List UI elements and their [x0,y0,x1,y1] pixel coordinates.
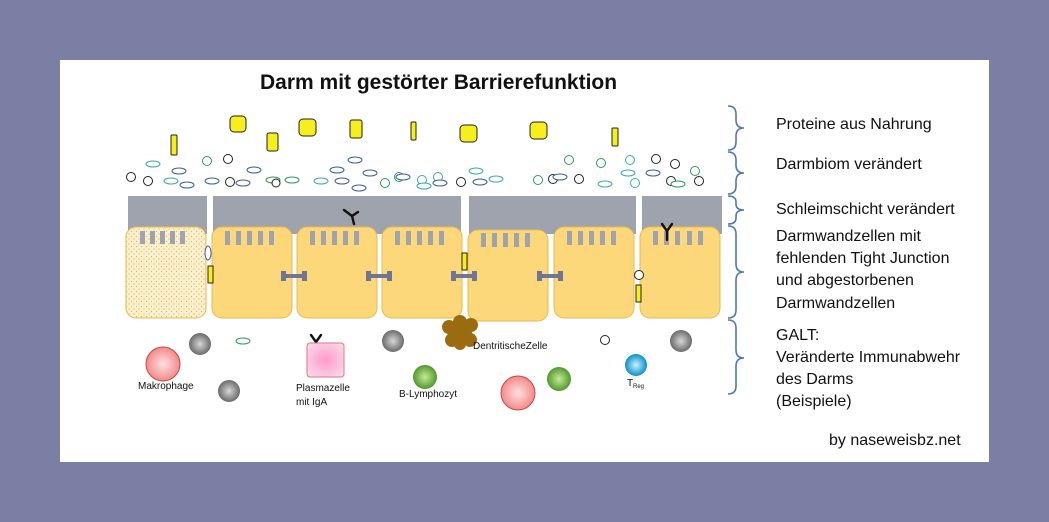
legend-cells-3: und abgestorbenen [776,272,914,289]
immune-cells [145,315,692,411]
tight-junctions [281,271,563,281]
protein-rod [611,127,619,147]
macrophage-cell [145,346,181,382]
brace-proteins [727,105,745,151]
grey-cell [382,330,404,352]
protein-octagon [298,118,317,137]
legend-cells-2: fehlenden Tight Junction [776,250,950,267]
legend-mucus: Schleimschicht verändert [776,201,955,218]
brace-galt [727,319,745,395]
page-title: Darm mit gestörter Barrierefunktion [260,71,618,94]
dead-epithelial-cell [125,226,207,319]
plasma-cell-label-2: mit IgA [296,397,327,408]
dendritic-cell [442,315,478,350]
legend-microbiome: Darmbiom verändert [776,156,922,173]
diagram-panel: Makrophage Plasmazelle mit IgA B-Lymphoz… [60,60,989,462]
b-lymphocyte-cell [413,365,437,389]
macrophage-label: Makrophage [138,381,194,392]
legend-galt-3: des Darms [776,371,854,388]
treg-label-subscript: Reg [633,384,644,390]
treg-cell [625,354,647,376]
leaking-particles [204,245,644,345]
cell-labels: Makrophage Plasmazelle mit IgA B-Lymphoz… [138,341,644,408]
protein-rod [410,121,417,141]
microbiome [126,154,704,192]
epithelial-cells [125,226,721,322]
epithelial-cell [381,226,463,319]
protein-rod [349,119,363,139]
microvilli [140,231,703,247]
grey-cell [670,330,692,352]
grey-cell [189,333,211,355]
legend-cells-1: Darmwandzellen mit [776,228,921,245]
protein-rod [170,134,178,156]
epithelial-cell [296,226,378,319]
gut-barrier-illustration: Makrophage Plasmazelle mit IgA B-Lymphoz… [125,105,745,411]
b-lymphocyte-label: B-Lymphozyt [399,389,457,400]
green-cell [547,367,571,391]
dendritic-cell-label: DentritischeZelle [473,341,548,352]
brace-cells [727,225,745,319]
red-cell [500,375,536,411]
food-proteins [170,115,619,156]
legend-galt-1: GALT: [776,327,820,344]
credit-text[interactable]: by naseweisbz.net [829,432,961,449]
brace-mucus [727,195,745,225]
legend-proteins: Proteine aus Nahrung [776,116,932,133]
protein-rod [266,132,279,152]
legend-galt-4: (Beispiele) [776,393,852,410]
legend-galt-2: Veränderte Immunabwehr [776,349,961,366]
brace-microbiome [727,151,745,195]
protein-octagon [529,121,548,140]
legend-cells-4: Darmwandzellen [776,295,896,312]
iga-antibody [342,208,360,226]
grey-cell [218,380,240,402]
epithelial-cell [553,226,635,319]
plasma-cell-label: Plasmazelle [296,383,350,394]
antibodies [309,208,674,353]
plasma-cell [306,342,345,378]
iga-antibody [660,222,674,242]
braces [727,105,745,395]
treg-label: T [627,378,633,389]
protein-octagon [229,115,247,133]
protein-octagon [459,124,478,143]
